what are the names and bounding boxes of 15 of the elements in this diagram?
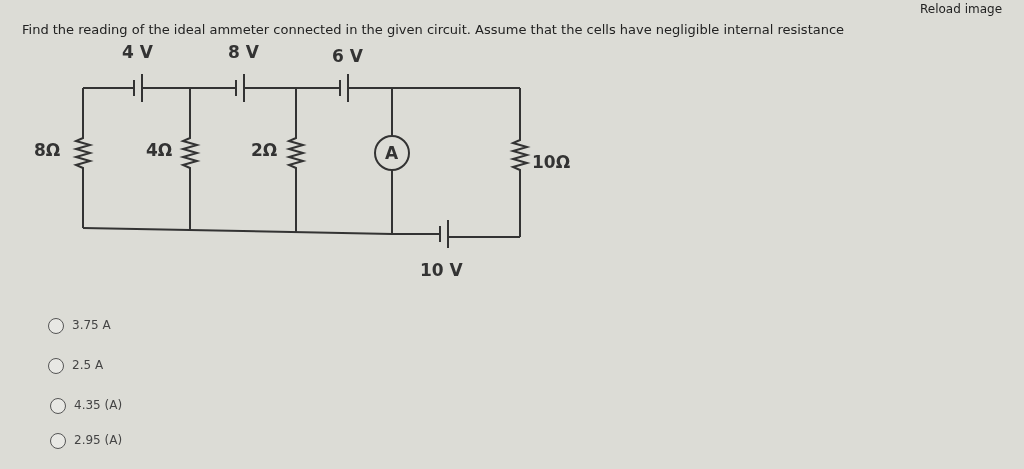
resistance-label: 4Ω (146, 140, 173, 160)
resistance-label: 2Ω (251, 140, 278, 160)
resistance-label: 8Ω (34, 140, 61, 160)
option-text: 3.75 A (72, 318, 111, 332)
cell-label: 8 V (228, 42, 259, 62)
question-text: Find the reading of the ideal ammeter connected in the given circuit. Assume that the cells have negligible internal resistance (22, 22, 845, 37)
cell-label: 6 V (332, 46, 363, 66)
cell-label: 4 V (122, 42, 153, 62)
resistance-label: 10Ω (532, 152, 571, 172)
reload-link: Reload image (920, 2, 1003, 16)
ammeter-symbol-label: A (385, 143, 399, 163)
option-text: 2.95 (A) (74, 433, 123, 447)
option-text: 4.35 (A) (74, 398, 123, 412)
cell-label: 10 V (420, 260, 463, 280)
option-text: 2.5 A (72, 358, 104, 372)
